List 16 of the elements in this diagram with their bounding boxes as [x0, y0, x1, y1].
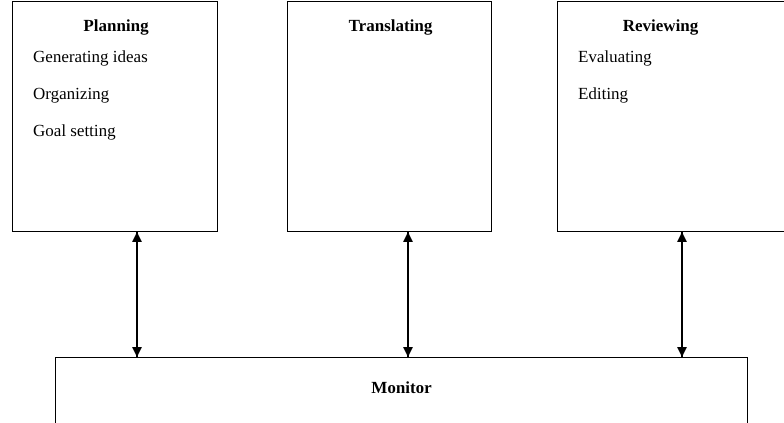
- list-item: Generating ideas: [33, 47, 148, 67]
- list-item: Evaluating: [578, 47, 652, 67]
- list-item: Organizing: [33, 84, 110, 104]
- box-heading: Reviewing: [622, 16, 700, 36]
- process-box: [12, 1, 218, 232]
- list-item: Goal setting: [33, 121, 116, 141]
- list-item: Editing: [578, 84, 628, 104]
- process-box: [557, 1, 784, 232]
- process-box: [55, 357, 748, 423]
- box-heading: Translating: [348, 16, 434, 36]
- double-arrow: [677, 232, 687, 357]
- double-arrow: [132, 232, 142, 357]
- process-box: [287, 1, 492, 232]
- box-heading: Planning: [82, 16, 150, 36]
- box-heading: Monitor: [370, 378, 433, 398]
- double-arrow: [403, 232, 413, 357]
